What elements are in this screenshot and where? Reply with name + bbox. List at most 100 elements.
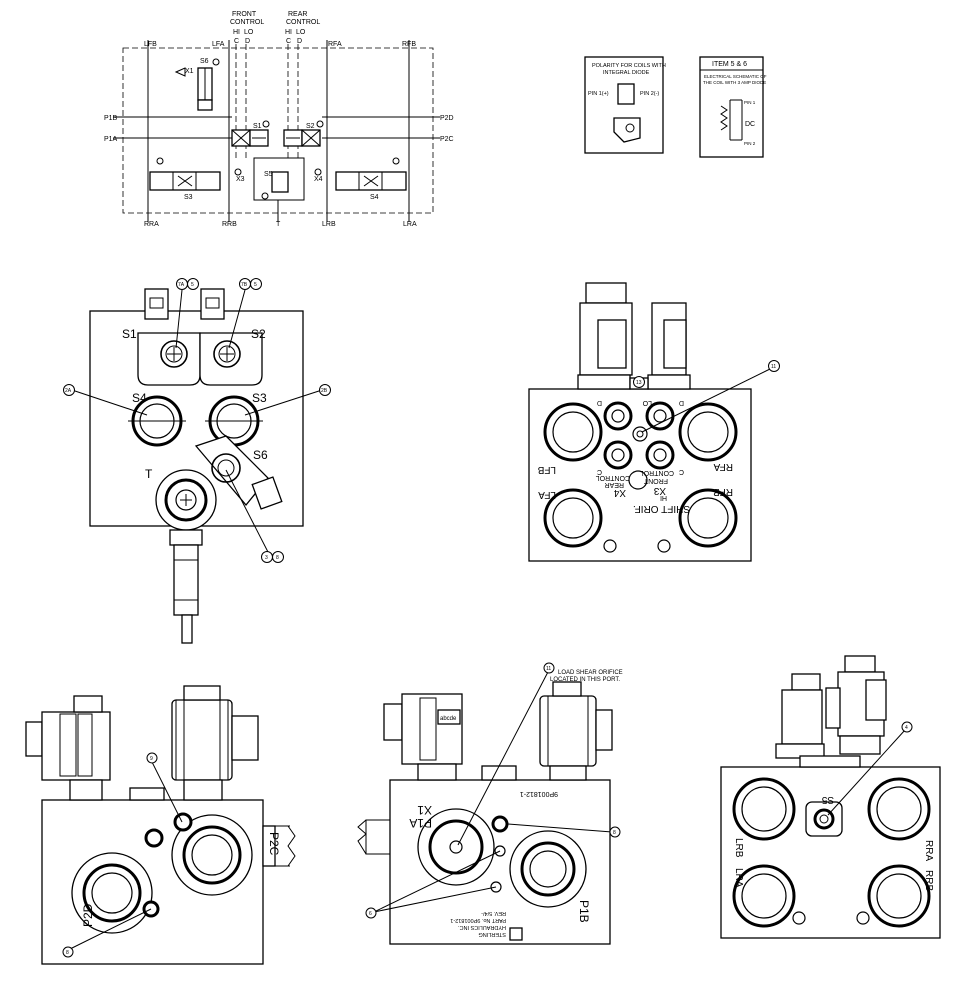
plate-line-2: HYDRAULICS INC. [458,924,506,930]
front-lo-label: LO [244,29,254,36]
plate-line-3: PART No. 9P001812-1 [450,917,506,923]
callout-8-bl: 8 [66,950,69,956]
label-shift-orif: SHIFT ORIF. [633,503,690,514]
port-lra-label: LRA [403,221,417,228]
port-p2c-label: P2C [440,136,454,143]
port-rra-label: RRA [144,221,159,228]
port-rfa-label-view: RFA [713,461,733,472]
front-d-label: D [245,38,250,45]
callout-5b: 5 [254,282,257,288]
connector-s2-drawing [200,288,225,320]
callout-8: 8 [276,555,279,561]
label-rear: REAR [605,481,624,488]
label-s2: S2 [251,327,266,341]
label-s3: S3 [252,391,267,405]
rear-c-label: C [286,38,291,45]
electrical-schematic-box: ITEM 5 & 6 ELECTRICAL SCHEMATIC OF THE C… [699,56,767,158]
callout-2b: 2B [321,388,328,394]
port-rfb-label-view: RFB [713,486,733,497]
callout-13: 13 [636,380,642,386]
port-lfb-label-view: LFB [537,464,556,475]
valve-s2-symbol: S2 [283,120,324,147]
front-c-label: C [234,38,239,45]
callout-11-top: 11 [771,364,776,370]
port-rfa-label: RFA [328,41,342,48]
plate-line-1: STERLING [478,931,506,937]
coil-label-plate [437,709,461,725]
elec-subtitle-1: ELECTRICAL SCHEMATIC OF [704,74,767,79]
manifold-view-top-right: LFB RFA LFA RFB D D LO C C HI X3 X4 SHIF… [528,282,780,562]
valve-s4-symbol: S4 [314,157,407,201]
valve-s1-symbol: S1 [231,120,270,147]
label-rear-control: CONTROL [596,474,630,481]
pin1-label: PIN 1(+) [588,91,609,97]
manifold-view-bottom-middle: abcde P1A X1 P1B 9P001812-1 STERLING HYD… [357,662,623,945]
elec-subtitle-2: THE COIL WITH 3 AMP DIODE [703,80,766,85]
part-number: 9P001812-1 [520,790,558,797]
valve-s3-symbol: S3 [149,157,242,201]
nameplate: STERLING HYDRAULICS INC. PART No. 9P0018… [450,910,523,941]
rear-control-label-1: REAR [288,11,307,18]
port-x1-label-view: X1 [417,803,432,817]
front-control-label-1: FRONT [232,11,257,18]
label-s4: S4 [132,391,147,405]
label-hi: HI [660,494,667,501]
label-d-right: D [679,399,684,406]
port-p1a-label-view: P1A [409,816,432,830]
callout-3: 3 [265,555,268,561]
manifold-view-top-left: S1 S2 S4 S3 S6 T [63,278,331,644]
label-x4: X4 [613,487,626,498]
port-rrb-label-view: RRB [923,870,934,891]
polarity-box: POLARITY FOR COILS WITH INTEGRAL DIODE P… [584,56,666,154]
elec-title: ITEM 5 & 6 [712,61,747,68]
connector-s1-drawing [144,288,169,320]
connector-drawing [617,83,635,105]
label-x3: X3 [653,485,666,496]
port-p2c-label-view: P2C [267,832,281,856]
label-c-right: C [679,468,684,475]
port-rfb-label: RFB [402,41,416,48]
callout-5a: 5 [191,282,194,288]
label-s1: S1 [122,327,137,341]
valve-s4-label: S4 [370,194,379,201]
label-t: T [145,467,153,481]
label-front: FRONT [643,477,668,484]
port-p2d-label-view: P2D [81,903,95,927]
valve-s5-symbol: S5 X3 X4 [236,157,323,201]
x4-label: X4 [314,176,323,183]
label-front-control: CONTROL [640,469,674,476]
elec-pin1: PIN 1 [744,100,756,105]
callout-7a: 7A [178,282,185,288]
label-s6: S6 [253,448,268,462]
port-lfa-label: LFA [212,41,225,48]
rear-control-label-2: CONTROL [286,19,320,26]
port-lrb-label-view: LRB [733,838,744,858]
callout-7b: 7B [241,282,248,288]
callout-6: 6 [369,911,372,917]
elec-pin2: PIN 2 [744,141,756,146]
valve-s6-symbol: X1 S6 [174,58,220,111]
label-d-left: D [597,399,602,406]
valve-s2-label: S2 [306,123,315,130]
label-c-left: C [597,468,602,475]
valve-s5-label-view: S5 [821,794,834,805]
x1-label: X1 [185,68,194,75]
manifold-view-bottom-right: S5 LRB RRA LRA RRB 4 [720,655,941,939]
port-rra-label-view: RRA [923,840,934,861]
coil-text-abcde: abcde [440,716,457,722]
manifold-view-bottom-left: P2C P2D 9 8 [25,685,296,965]
callout-2a: 2A [65,388,72,394]
valve-s1-label: S1 [253,123,262,130]
port-p1b-label: P1B [104,115,118,122]
rear-lo-label: LO [296,29,306,36]
x3-label: X3 [236,176,245,183]
port-lfb-label: LFB [144,41,157,48]
pin2-label: PIN 2(-) [640,91,659,97]
callout-8-bm: 8 [613,830,616,836]
polarity-title-2: INTEGRAL DIODE [603,70,650,76]
port-lrb-label: LRB [322,221,336,228]
callout-11-bottom: 11 [546,666,551,672]
port-p1b-label-view: P1B [577,900,591,923]
plate-line-4: REV. 5/4/- [481,910,506,916]
